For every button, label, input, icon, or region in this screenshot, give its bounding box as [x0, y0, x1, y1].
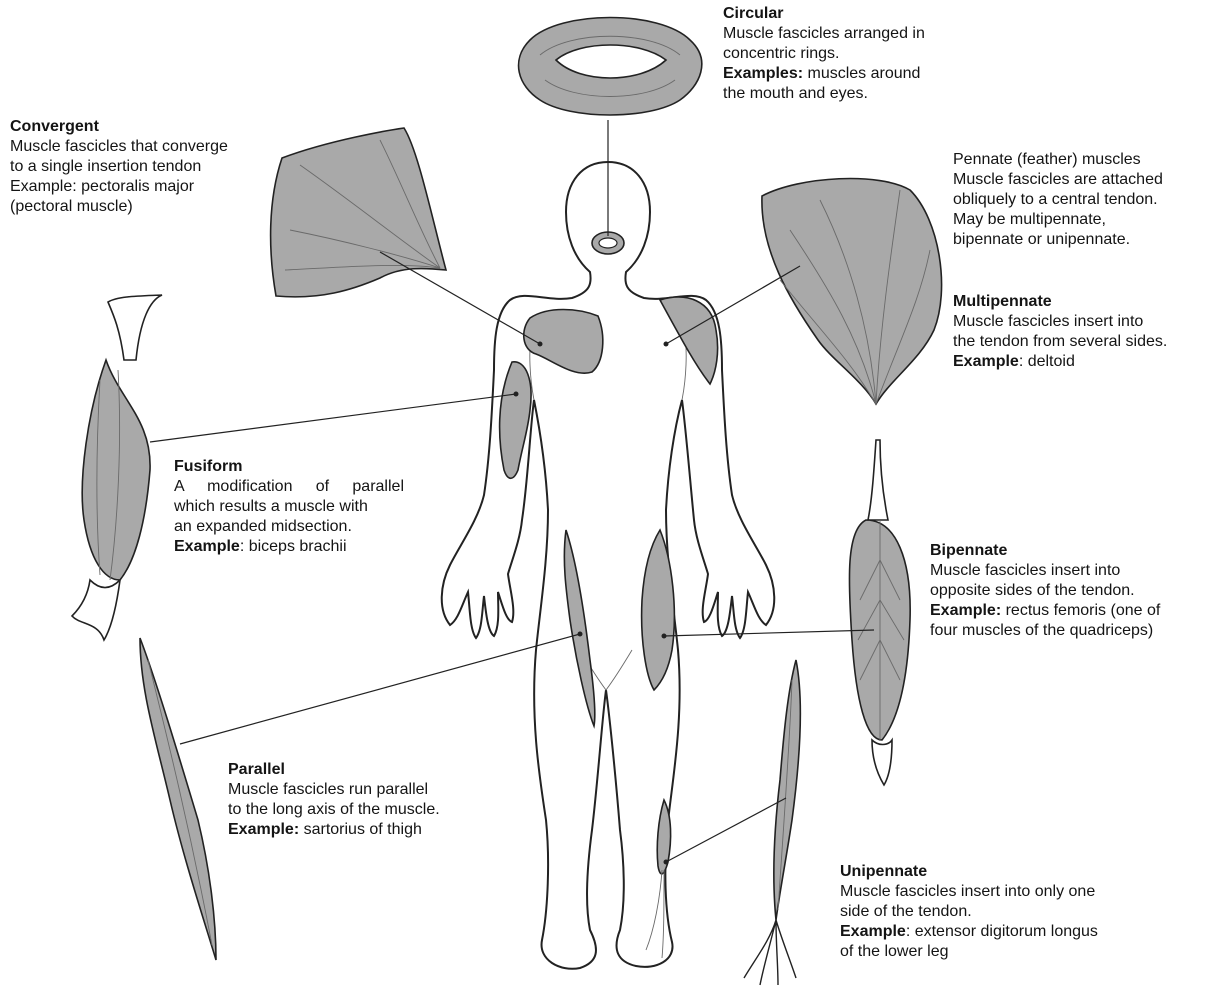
circular-title: Circular [723, 4, 925, 24]
bipennate-muscle-illustration [849, 440, 910, 785]
convergent-desc-line: Muscle fascicles that converge [10, 137, 228, 157]
unipennate-desc-line: Muscle fascicles insert into only one [840, 882, 1098, 902]
bipennate-desc-line: Muscle fascicles insert into [930, 561, 1160, 581]
pennate-desc-line: May be multipennate, [953, 210, 1163, 230]
pennate-desc-line: obliquely to a central tendon. [953, 190, 1163, 210]
parallel-title: Parallel [228, 760, 440, 780]
convergent-muscle-illustration [271, 128, 446, 297]
fusiform-label: Fusiform A modification of parallel whic… [174, 457, 404, 557]
pennate-label: Pennate (feather) muscles Muscle fascicl… [953, 150, 1163, 250]
fusiform-title: Fusiform [174, 457, 404, 477]
parallel-example-line: Example: sartorius of thigh [228, 820, 440, 840]
multipennate-desc-line: the tendon from several sides. [953, 332, 1167, 352]
bipennate-example-cont: four muscles of the quadriceps) [930, 621, 1160, 641]
convergent-desc-line: (pectoral muscle) [10, 197, 228, 217]
fusiform-desc-line: an expanded midsection. [174, 517, 404, 537]
body-outline [442, 162, 775, 969]
bipennate-desc-line: opposite sides of the tendon. [930, 581, 1160, 601]
bipennate-example-line: Example: rectus femoris (one of [930, 601, 1160, 621]
fusiform-muscle-illustration [72, 295, 162, 640]
multipennate-example-line: Example: deltoid [953, 352, 1167, 372]
pennate-desc-line: Pennate (feather) muscles [953, 150, 1163, 170]
parallel-desc-line: Muscle fascicles run parallel [228, 780, 440, 800]
convergent-desc-line: to a single insertion tendon [10, 157, 228, 177]
unipennate-example-cont: of the lower leg [840, 942, 1098, 962]
unipennate-muscle-illustration [744, 660, 800, 985]
fusiform-desc-line: A modification of parallel [174, 477, 404, 497]
unipennate-example-line: Example: extensor digitorum longus [840, 922, 1098, 942]
convergent-label: Convergent Muscle fascicles that converg… [10, 117, 228, 217]
fusiform-desc-line: which results a muscle with [174, 497, 404, 517]
circular-example-line: Examples: muscles around [723, 64, 925, 84]
circular-label: Circular Muscle fascicles arranged in co… [723, 4, 925, 104]
unipennate-title: Unipennate [840, 862, 1098, 882]
multipennate-desc-line: Muscle fascicles insert into [953, 312, 1167, 332]
pennate-desc-line: bipennate or unipennate. [953, 230, 1163, 250]
human-body-figure [442, 162, 775, 969]
parallel-muscle-illustration [140, 638, 216, 960]
pennate-desc-line: Muscle fascicles are attached [953, 170, 1163, 190]
circular-desc-line: concentric rings. [723, 44, 925, 64]
convergent-desc-line: Example: pectoralis major [10, 177, 228, 197]
multipennate-title: Multipennate [953, 292, 1167, 312]
circular-example-cont: the mouth and eyes. [723, 84, 925, 104]
parallel-label: Parallel Muscle fascicles run parallel t… [228, 760, 440, 840]
multipennate-label: Multipennate Muscle fascicles insert int… [953, 292, 1167, 372]
circular-muscle-illustration [519, 18, 702, 116]
unipennate-desc-line: side of the tendon. [840, 902, 1098, 922]
bipennate-title: Bipennate [930, 541, 1160, 561]
circular-desc-line: Muscle fascicles arranged in [723, 24, 925, 44]
convergent-title: Convergent [10, 117, 228, 137]
fusiform-example-line: Example: biceps brachii [174, 537, 404, 557]
multipennate-muscle-illustration [762, 179, 942, 404]
parallel-desc-line: to the long axis of the muscle. [228, 800, 440, 820]
unipennate-label: Unipennate Muscle fascicles insert into … [840, 862, 1098, 962]
bipennate-label: Bipennate Muscle fascicles insert into o… [930, 541, 1160, 641]
